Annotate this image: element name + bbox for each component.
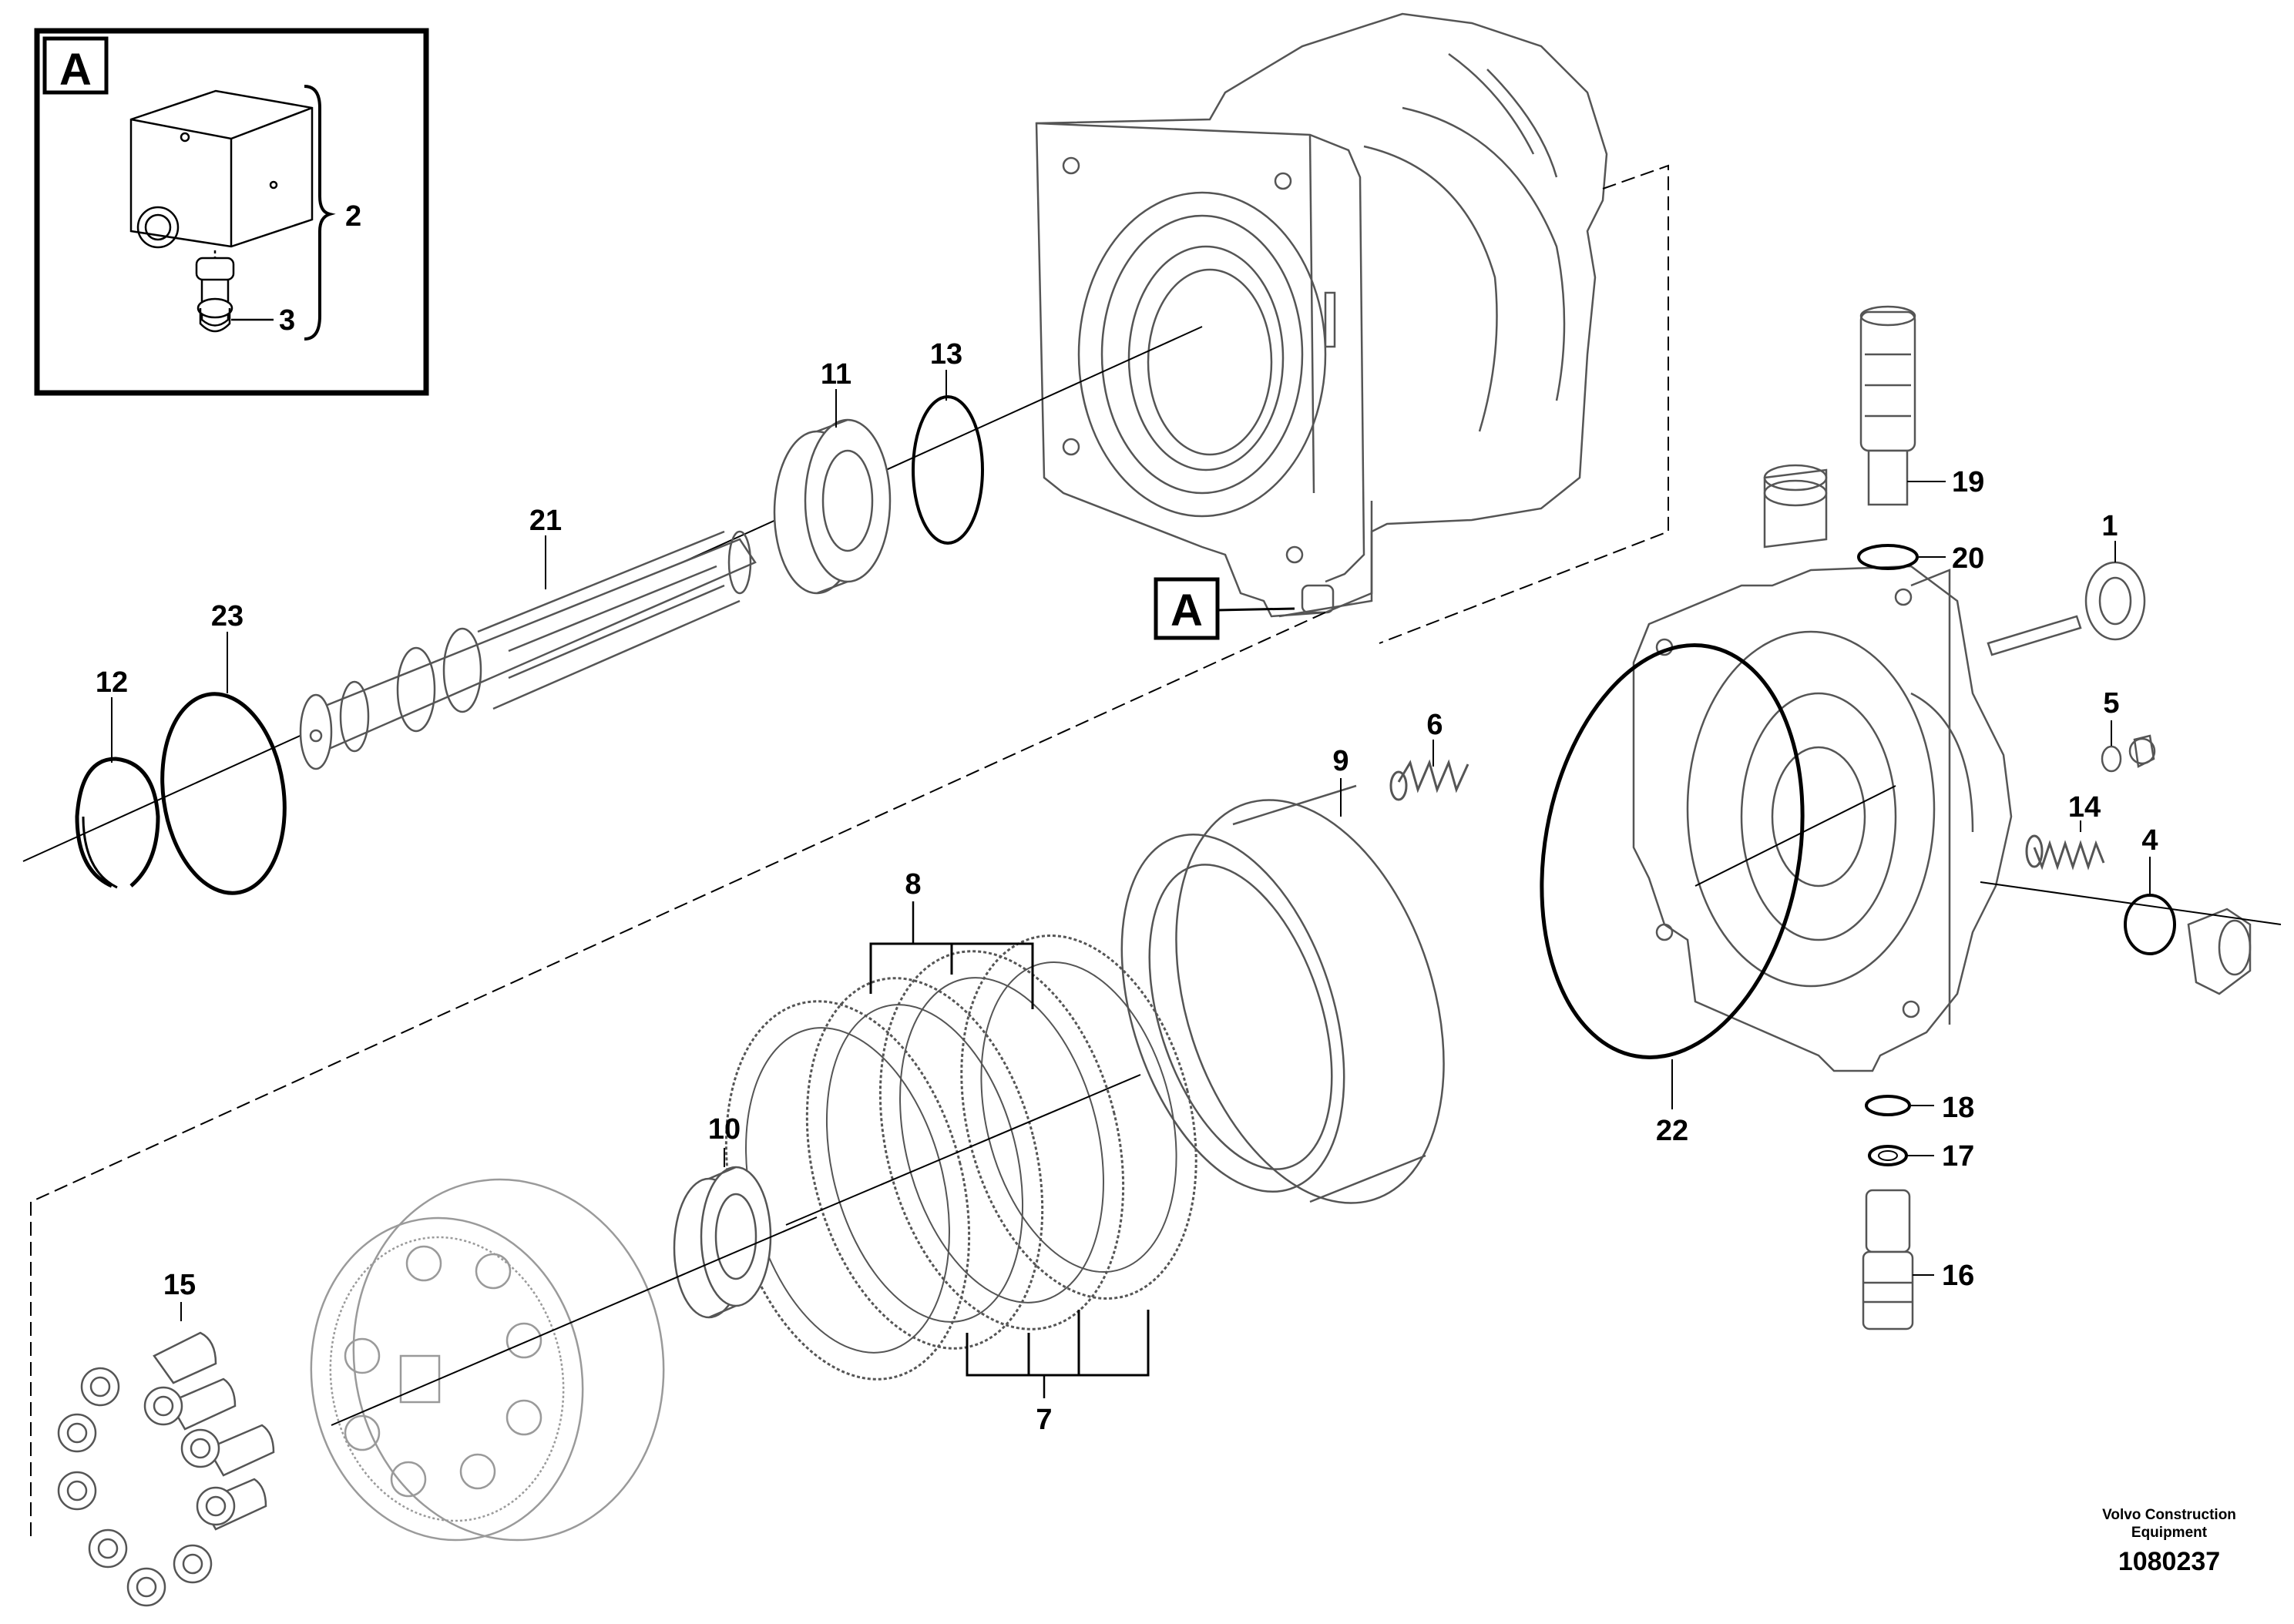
detail-tag-a: A (59, 45, 92, 95)
callout-8: 8 (905, 868, 921, 901)
callout-2: 2 (345, 200, 361, 233)
cylinder-block (310, 1178, 665, 1542)
company-credit: Volvo Construction Equipment (2081, 1506, 2258, 1542)
shaft-21 (299, 530, 757, 770)
callout-20: 20 (1952, 542, 1984, 575)
detail-callout-a-label: A (1171, 586, 1203, 636)
callout-15: 15 (163, 1269, 196, 1301)
spring-14 (2025, 834, 2105, 871)
eye-bolt-1 (1987, 561, 2146, 656)
callout-13: 13 (930, 338, 962, 371)
motor-housing (1035, 12, 1608, 618)
callout-1: 1 (2101, 510, 2118, 542)
callout-16: 16 (1942, 1260, 1974, 1292)
callout-23: 23 (211, 600, 244, 632)
callout-3: 3 (279, 304, 295, 337)
callout-22: 22 (1656, 1115, 1688, 1147)
detail-inset-a: A 2 3 (34, 28, 429, 396)
valve-block-drawing (129, 89, 314, 333)
callout-5: 5 (2103, 687, 2119, 720)
callout-12: 12 (96, 666, 128, 699)
valve-16 (1862, 1189, 1914, 1330)
bearing-11 (773, 418, 892, 595)
company-line-2: Equipment (2131, 1525, 2208, 1541)
reference-number: 1080237 (2118, 1547, 2221, 1576)
callout-21: 21 (529, 505, 562, 537)
o-ring-23 (160, 692, 287, 895)
plug-4 (2187, 908, 2252, 995)
bearing-10 (673, 1166, 772, 1319)
callout-4: 4 (2141, 824, 2158, 857)
pistons-15 (57, 1331, 275, 1607)
callout-7: 7 (1036, 1404, 1052, 1436)
friction-discs-inner (745, 961, 1177, 1354)
callout-19: 19 (1952, 466, 1984, 498)
ring-13 (912, 395, 984, 545)
callout-9: 9 (1332, 745, 1349, 777)
o-ring-20 (1857, 544, 1919, 570)
detail-callout-a: A (1154, 577, 1295, 640)
callout-18: 18 (1942, 1092, 1974, 1124)
company-line-1: Volvo Construction (2102, 1507, 2236, 1523)
callout-17: 17 (1942, 1140, 1974, 1173)
snap-ring-12 (75, 757, 160, 889)
plug-5 (2101, 734, 2156, 773)
callout-6: 6 (1426, 709, 1443, 741)
callout-14: 14 (2068, 791, 2101, 824)
o-ring-22 (1540, 643, 1805, 1059)
o-ring-4 (2124, 894, 2176, 955)
valve-19 (1859, 305, 1916, 506)
o-ring-18 (1865, 1095, 1911, 1116)
callout-11: 11 (821, 358, 851, 391)
washer-17 (1868, 1145, 1908, 1166)
piston-9 (1120, 784, 1445, 1204)
callout-10: 10 (708, 1113, 741, 1146)
spring-6 (1389, 759, 1469, 801)
